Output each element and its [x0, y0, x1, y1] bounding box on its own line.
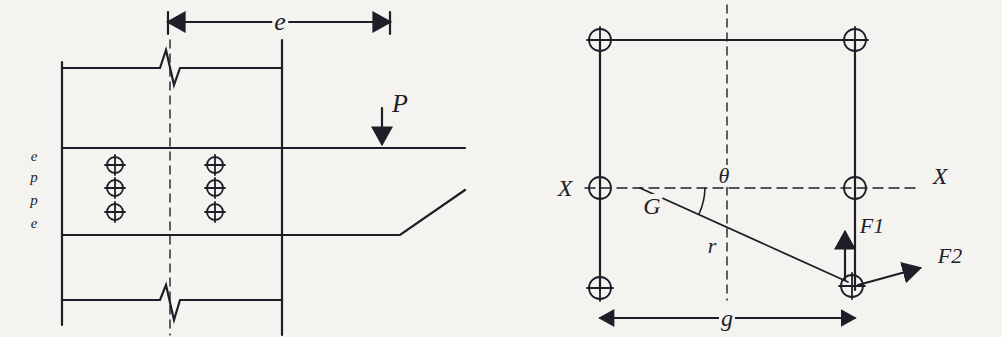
radius-label: r — [706, 235, 719, 257]
angle-label: θ — [717, 165, 732, 187]
pitch-label: p — [28, 170, 40, 185]
dimension-label: e — [272, 9, 288, 35]
edge-distance-label: e — [29, 216, 40, 231]
force-label: F2 — [936, 245, 964, 267]
force-label: F1 — [858, 215, 886, 237]
edge-distance-label: e — [29, 149, 40, 164]
pitch-label: p — [28, 193, 40, 208]
axis-label: X — [931, 164, 950, 188]
load-label: P — [390, 91, 410, 117]
dimension-label: g — [719, 306, 735, 330]
axis-label: X — [556, 176, 575, 200]
centroid-label: G — [641, 194, 662, 218]
